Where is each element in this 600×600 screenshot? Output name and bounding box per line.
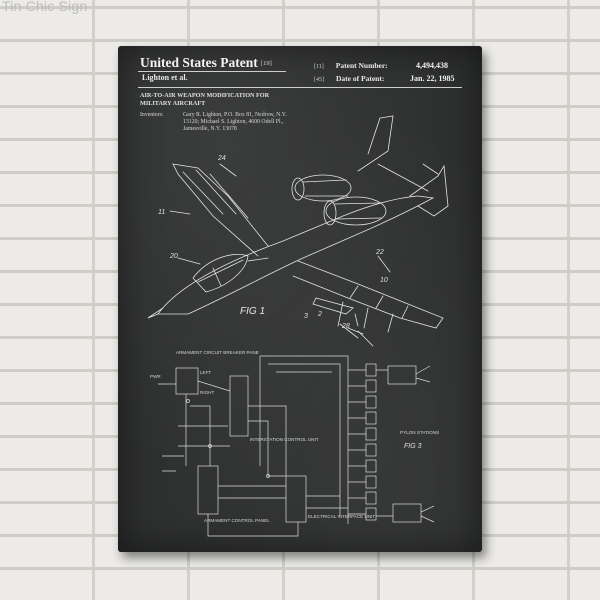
patent-sign: United States Patent [19] Lighton et al.… [118,46,482,552]
callout-20: 20 [169,253,178,260]
patent-date: Jan. 22, 1985 [410,74,455,83]
aircraft-engine-upper [294,174,352,202]
fig1-label: FIG 1 [240,306,265,317]
abstract-title: AIR-TO-AIR WEAPON MODIFICATION FOR MILIT… [140,92,270,107]
aircraft-fuselage [157,195,435,315]
schematic-electrical-label: ELECTRICAL INTERFACE UNIT [308,514,375,519]
schematic-right-label: RIGHT [200,390,214,395]
aircraft-right-wing [292,260,444,329]
patent-number-label: [11]Patent Number: [314,61,388,70]
schematic-pylon-label: PYLON STATIONS [400,430,439,435]
inventors-text: Gary R. Lighton, P.O. Box 81, Nedrow, N.… [183,112,287,132]
aircraft-engine-lower [325,196,387,226]
header-divider [138,87,462,88]
callout-11: 11 [158,209,165,216]
schematic-breaker-label: ARMAMENT CIRCUIT BREAKER PANE [176,350,259,355]
patent-drawing: 24 11 20 22 10 28 2 3 FIG 1 [147,115,449,537]
breaker-panel-box [175,367,199,395]
inventors-label: Inventors: [140,112,164,118]
callout-2: 2 [317,311,322,318]
schematic-pwr-label: PWR [150,374,161,379]
pylon-box-top [387,365,417,385]
patent-date-label: [45]Date of Patent: [314,74,385,83]
header-rule [138,71,286,72]
fig3-label: FIG 3 [404,443,422,450]
patent-number: 4,494,438 [416,61,448,70]
schematic-interstation-label: INTERSTATION CONTROL UNIT [250,437,319,442]
electrical-interface-box [285,475,307,523]
callout-22: 22 [375,249,384,256]
schematic-left-label: LEFT [200,370,211,375]
callout-3: 3 [304,313,308,320]
aircraft-canopy [192,254,249,293]
interstation-unit-box [229,375,249,437]
title-code: [19] [261,60,272,67]
callout-28: 28 [341,323,350,330]
aircraft-left-wing [172,163,269,257]
patent-title: United States Patent [140,55,258,70]
callout-10: 10 [380,277,388,284]
watermark: Tin Chic Sign [2,0,88,14]
pylon-station-column [365,363,377,521]
aircraft-tail [357,115,449,217]
schematic-armament-panel-label: ARMAMENT CONTROL PANEL [204,518,270,523]
pylon-box-bottom [392,503,422,523]
armament-panel-box [197,465,219,515]
callout-24: 24 [217,155,226,162]
inventor-short: Lighton et al. [142,73,188,82]
